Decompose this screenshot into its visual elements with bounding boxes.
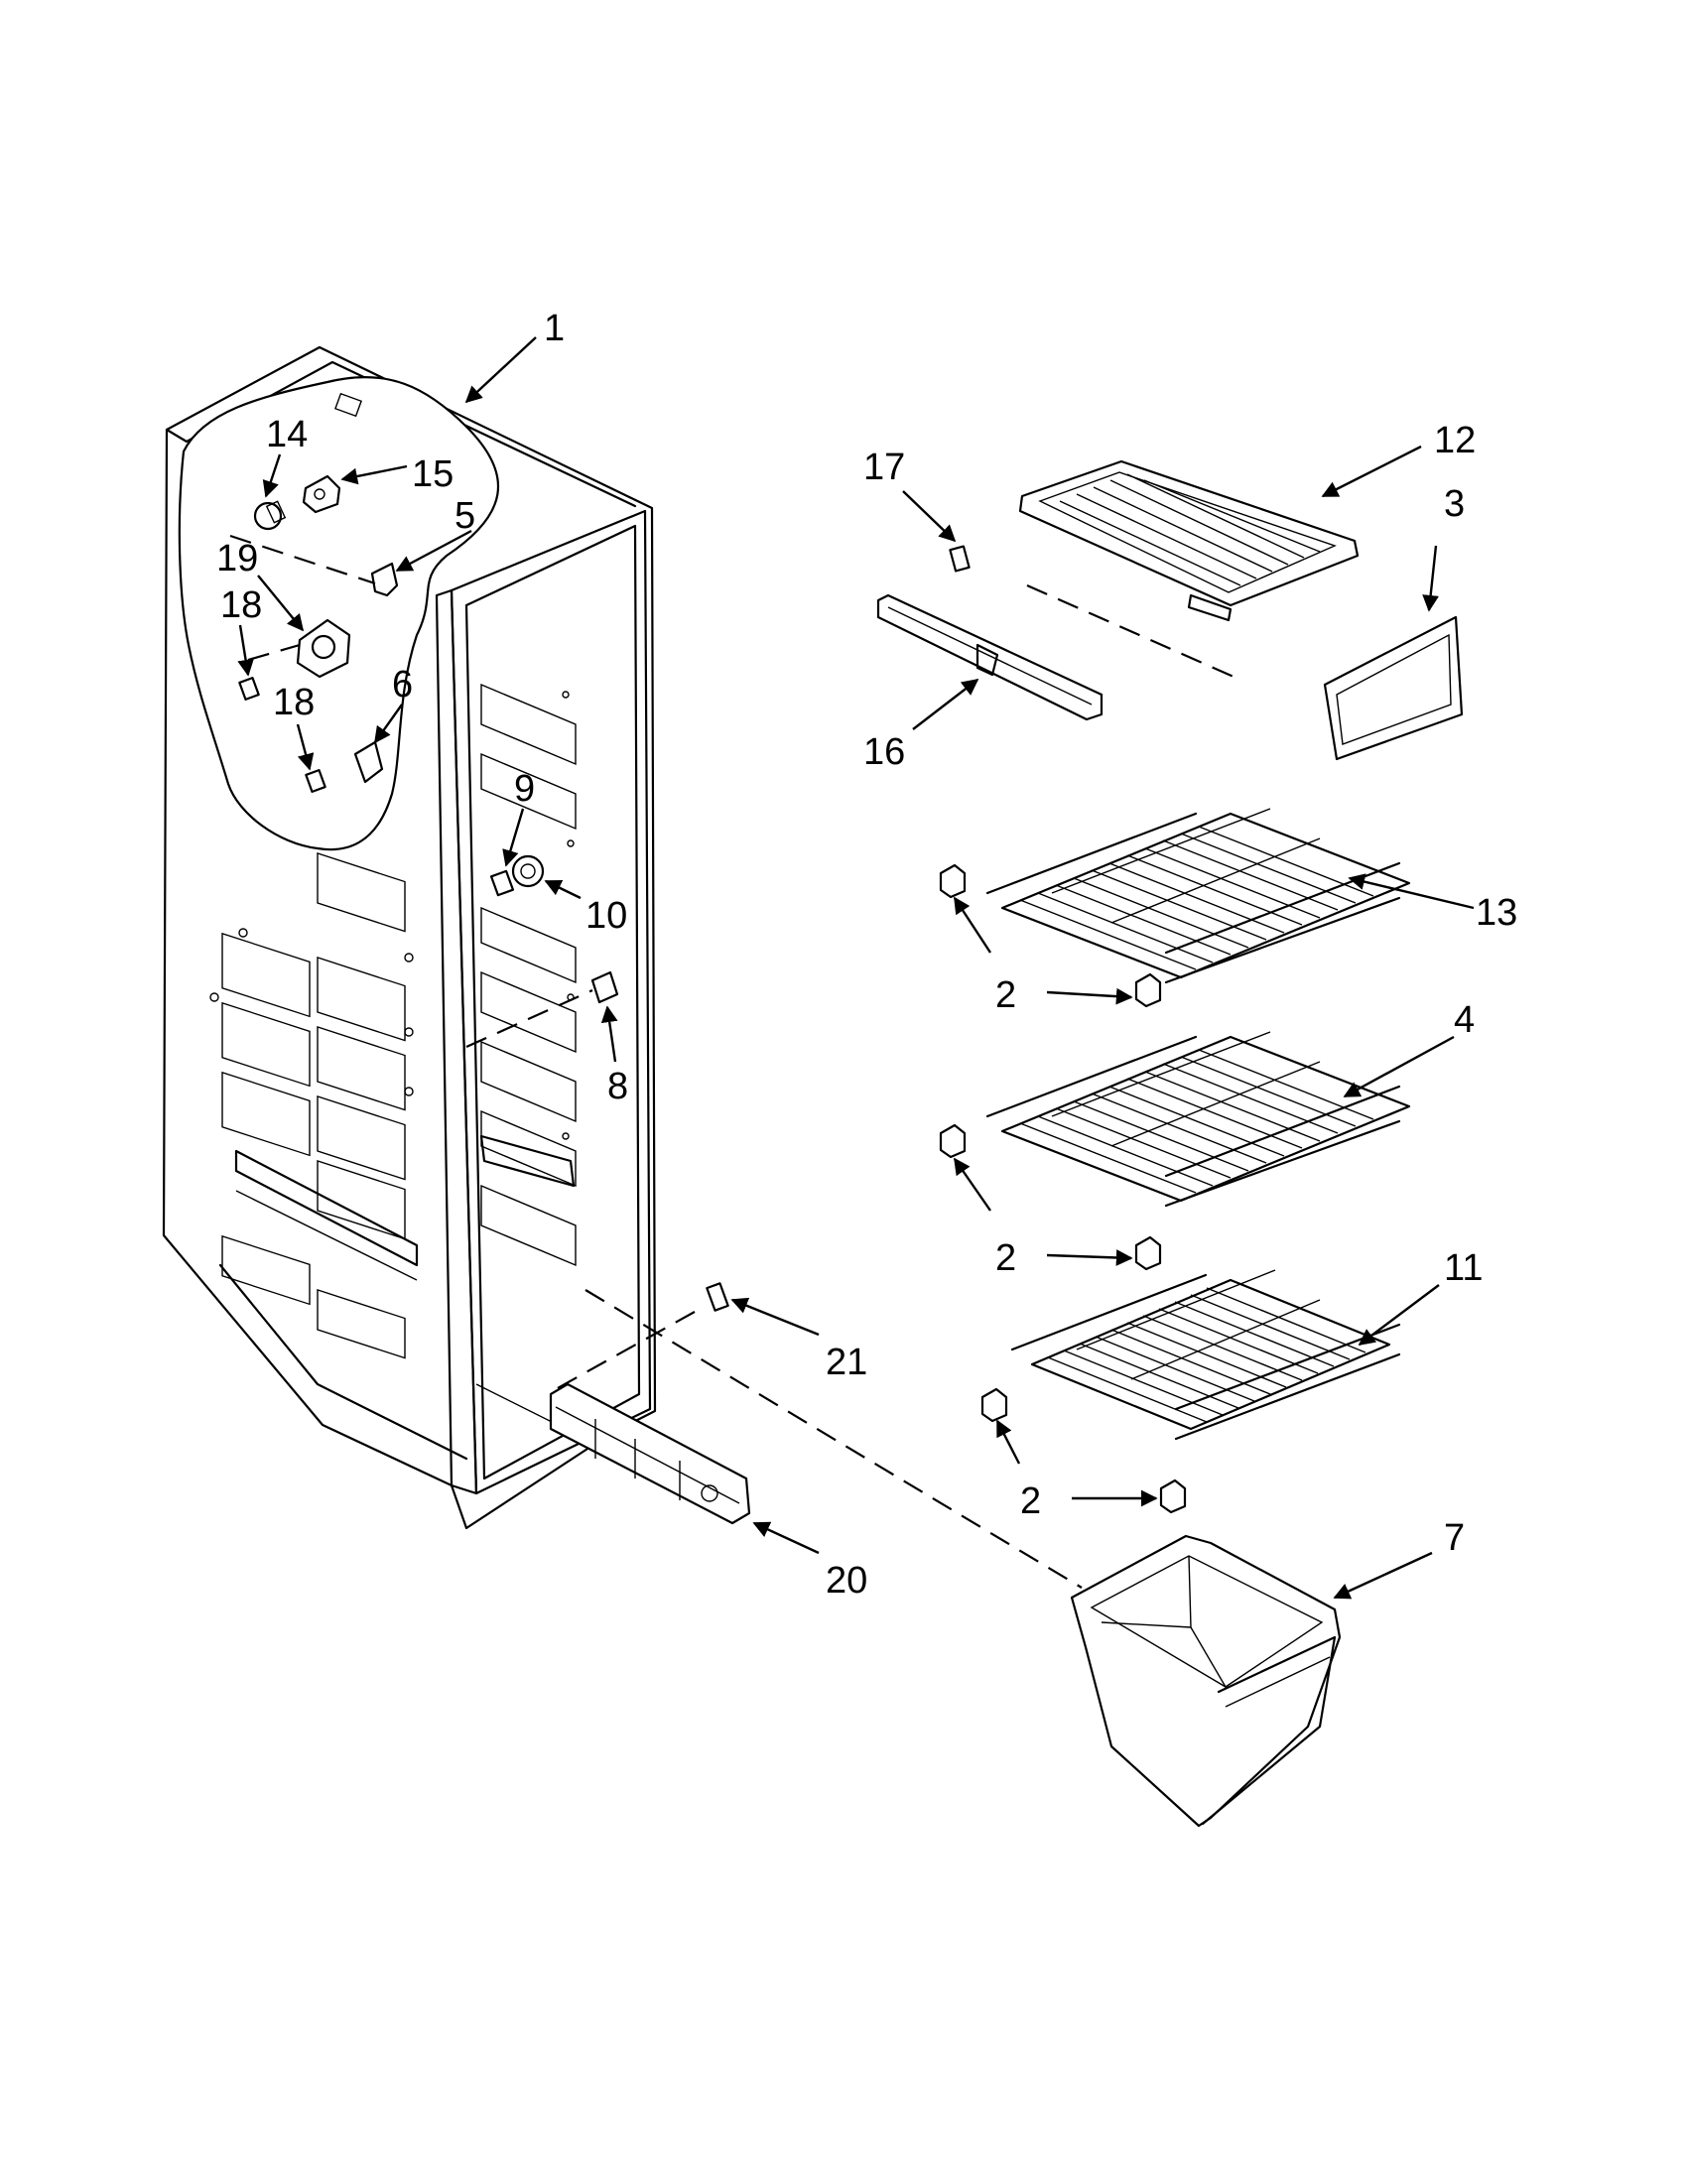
switch-8 bbox=[590, 970, 619, 1004]
glass-shelf-12 bbox=[1018, 459, 1360, 622]
callout-16: 16 bbox=[863, 731, 905, 773]
shelf-support-16 bbox=[876, 593, 1104, 721]
bottom-control-bracket-20 bbox=[549, 1382, 751, 1525]
callout-2-bottom: 2 bbox=[1020, 1480, 1041, 1522]
callout-18a: 18 bbox=[220, 584, 262, 626]
callout-1: 1 bbox=[544, 308, 565, 349]
callout-10: 10 bbox=[585, 895, 627, 937]
callout-17: 17 bbox=[863, 447, 905, 488]
callout-21: 21 bbox=[826, 1342, 867, 1383]
callout-11: 11 bbox=[1444, 1247, 1483, 1289]
leader-arrows bbox=[237, 336, 1475, 1600]
callout-3: 3 bbox=[1444, 483, 1465, 525]
end-cap-2-top-left bbox=[939, 863, 967, 899]
callout-2-top: 2 bbox=[995, 974, 1016, 1016]
end-cap-2-mid-left bbox=[939, 1123, 967, 1159]
end-cap-2-mid-right bbox=[1134, 1235, 1162, 1271]
freezer-basket-7 bbox=[1070, 1534, 1342, 1828]
screw-17 bbox=[949, 545, 971, 573]
callout-7: 7 bbox=[1444, 1517, 1465, 1559]
screw-18b bbox=[305, 769, 326, 793]
callout-19: 19 bbox=[216, 538, 258, 579]
callout-2-mid: 2 bbox=[995, 1237, 1016, 1279]
screw-18a bbox=[238, 677, 260, 701]
end-cap-2-bottom-left bbox=[980, 1387, 1008, 1423]
thermistor-9 bbox=[489, 869, 515, 897]
alignment-lines bbox=[229, 534, 1241, 1589]
end-cap-2-top-right bbox=[1134, 972, 1162, 1008]
light-switch-bracket bbox=[370, 562, 399, 597]
freezer-liner bbox=[162, 345, 657, 1530]
thermistor-housing-10 bbox=[511, 854, 545, 888]
damper-bracket bbox=[353, 740, 384, 784]
callout-9: 9 bbox=[514, 768, 535, 810]
end-cap-2-bottom-right bbox=[1159, 1478, 1187, 1514]
callout-12: 12 bbox=[1434, 420, 1476, 461]
callout-5: 5 bbox=[454, 495, 475, 537]
screw-21 bbox=[706, 1282, 729, 1312]
wire-shelf-13 bbox=[985, 808, 1411, 984]
callout-4: 4 bbox=[1454, 999, 1475, 1041]
callout-18b: 18 bbox=[273, 682, 315, 723]
light-socket bbox=[302, 474, 341, 514]
callout-8: 8 bbox=[607, 1066, 628, 1107]
wire-shelf-4 bbox=[985, 1031, 1411, 1208]
callout-20: 20 bbox=[826, 1560, 867, 1602]
callout-14: 14 bbox=[266, 414, 308, 455]
light-bulb bbox=[253, 500, 287, 531]
callout-15: 15 bbox=[412, 453, 454, 495]
control-housing bbox=[296, 618, 351, 679]
callout-6: 6 bbox=[392, 664, 413, 706]
callout-labels: 1 14 15 5 19 18 18 6 9 10 8 17 16 12 3 1… bbox=[216, 308, 1517, 1602]
shelf-trim-3 bbox=[1323, 615, 1464, 761]
callout-13: 13 bbox=[1476, 892, 1517, 934]
wire-shelf-11 bbox=[1010, 1269, 1401, 1441]
